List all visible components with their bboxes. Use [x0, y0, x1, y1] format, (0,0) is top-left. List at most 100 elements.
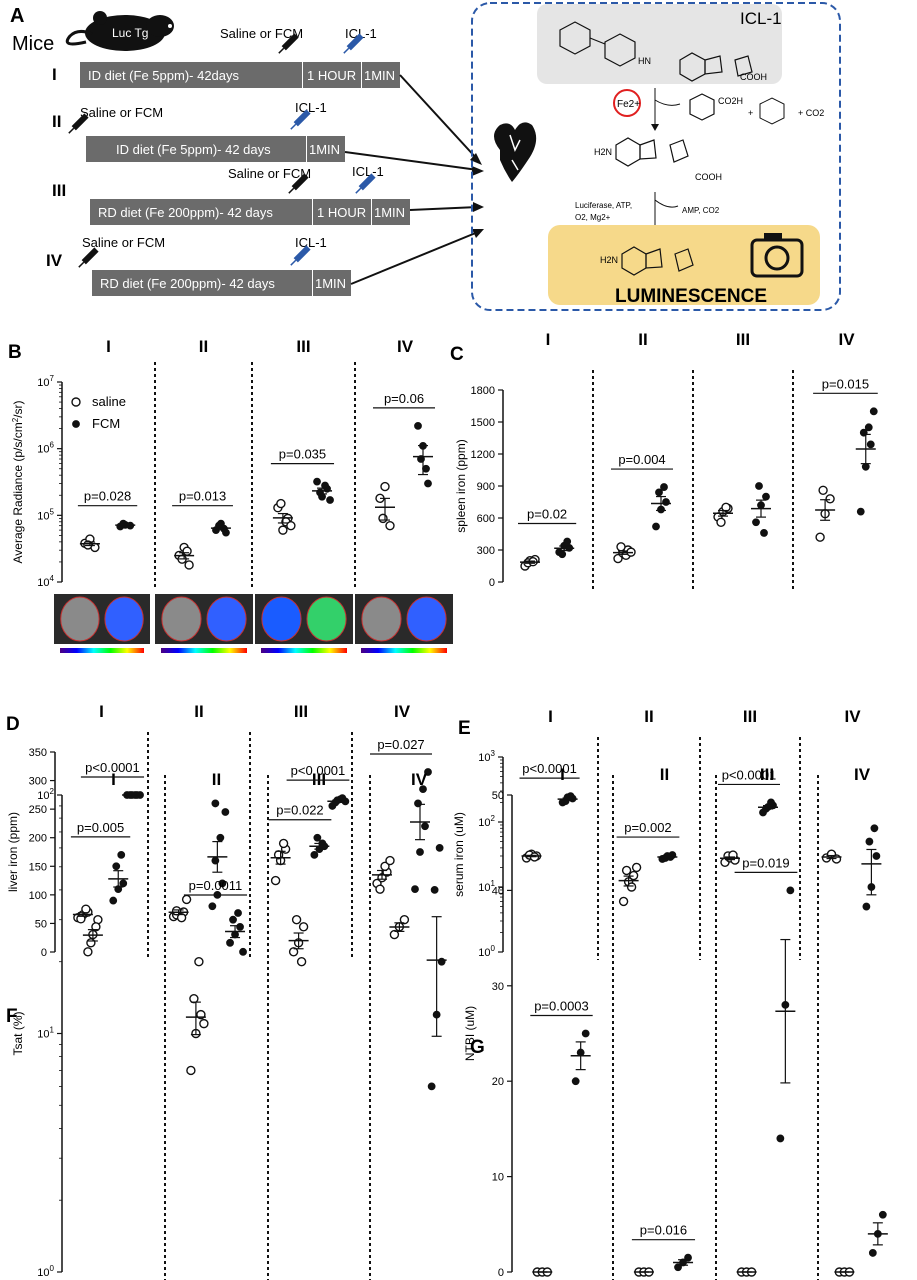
y-tick-label: 1500 — [471, 417, 495, 429]
read-bar-ii — [307, 136, 345, 162]
saline-point — [298, 922, 309, 932]
fcm-point — [866, 440, 875, 449]
group-label-iv: IV — [397, 337, 414, 356]
p-value-label: p=0.004 — [618, 452, 665, 467]
group-label-i: I — [548, 707, 553, 726]
y-tick-label: 102 — [478, 814, 495, 829]
group-label-iii: III — [736, 330, 750, 349]
p-value-label: p=0.002 — [624, 820, 671, 835]
saline-point — [399, 915, 410, 925]
probe-label-i: ICL-1 — [345, 26, 377, 41]
group-label-i: I — [560, 765, 565, 784]
wait-label-iii: 1 HOUR — [317, 205, 366, 220]
y-tick-label: 0 — [41, 947, 47, 959]
p-value-label: p<0.0001 — [85, 760, 140, 775]
saline-point — [171, 906, 182, 916]
fcm-point — [762, 492, 770, 501]
saline-point — [385, 855, 395, 866]
wait-bar-i — [303, 62, 361, 88]
panel-letter-f: F — [6, 1006, 18, 1027]
saline-point — [181, 894, 192, 905]
saline-point — [176, 913, 187, 923]
y-tick-label: 101 — [478, 879, 495, 894]
enzyme-line2: O2, Mg2+ — [575, 213, 611, 222]
read-label-ii: 1MIN — [309, 142, 340, 157]
y-tick-label: 0 — [498, 1267, 504, 1279]
fcm-point — [310, 850, 319, 859]
saline-point — [296, 957, 307, 967]
panel-letter-e: E — [458, 718, 471, 739]
legend-fcm-label: FCM — [92, 416, 120, 431]
p-value-label: p=0.015 — [822, 376, 869, 391]
cooh-label-2: COOH — [695, 172, 722, 182]
syringe-icon — [278, 33, 299, 54]
group-label-iii: III — [760, 765, 774, 784]
row-ii-numeral: II — [52, 112, 61, 131]
wait-label-i: 1 HOUR — [307, 68, 356, 83]
p-value-label: p=0.019 — [742, 855, 789, 870]
saline-point — [199, 1018, 209, 1029]
group-label-iv: IV — [411, 770, 428, 789]
saline-point — [270, 875, 281, 886]
saline-point — [83, 947, 93, 957]
products-label: AMP, CO2 — [682, 206, 720, 215]
fcm-point — [229, 915, 237, 924]
arrow-branch-1 — [654, 99, 681, 106]
read-label-iii: 1MIN — [374, 205, 405, 220]
diet-bar-iv — [92, 270, 312, 296]
saline-point — [825, 494, 835, 504]
p-value-label: p<0.0001 — [522, 761, 577, 776]
saline-point — [91, 922, 101, 932]
saline-point — [621, 865, 632, 876]
y-tick-label: 600 — [477, 513, 495, 525]
oxyluciferin-structure — [621, 246, 694, 276]
heart-well-fcm — [306, 596, 347, 642]
y-axis-label: serum iron (uM) — [452, 812, 466, 897]
color-scale-bar — [361, 648, 447, 653]
diet-label-i: ID diet (Fe 5ppm)- 42days — [88, 68, 240, 83]
saline-point — [189, 993, 199, 1004]
group-label-ii: II — [638, 330, 647, 349]
fcm-point — [109, 896, 118, 905]
y-tick-label: 1800 — [471, 385, 495, 397]
fcm-point — [563, 537, 572, 546]
saline-point — [288, 947, 299, 957]
camera-icon — [750, 233, 804, 278]
injection-label-iii: Saline or FCM — [228, 166, 311, 181]
saline-point — [375, 884, 385, 894]
read-bar-iv — [313, 270, 351, 296]
saline-point — [380, 481, 390, 492]
saline-point — [626, 882, 637, 892]
fcm-point — [869, 407, 878, 416]
diet-label-ii: ID diet (Fe 5ppm)- 42 days — [116, 142, 271, 157]
fcm-point — [760, 529, 768, 537]
saline-point — [184, 560, 194, 570]
y-tick-label: 106 — [37, 441, 54, 456]
fcm-point — [424, 479, 432, 488]
wait-bar-iii — [313, 199, 371, 225]
enzyme-line1: Luciferase, ATP, — [575, 201, 632, 210]
heart-well-saline — [361, 596, 402, 642]
y-tick-label: 107 — [37, 374, 54, 389]
panel-letter-a: A — [10, 5, 24, 27]
fcm-point — [211, 799, 220, 808]
panel-letter-c: C — [450, 344, 464, 365]
legend-saline-marker — [71, 397, 81, 407]
row-i-numeral: I — [52, 65, 57, 84]
y-tick-label: 300 — [29, 776, 47, 788]
fcm-point — [865, 837, 874, 846]
heart-well-fcm — [104, 596, 144, 642]
fcm-point — [868, 1249, 877, 1257]
probe-syringe-icon — [343, 33, 364, 54]
fe-label: Fe2+ — [617, 99, 640, 110]
y-tick-label: 0 — [489, 577, 495, 589]
saline-point — [276, 498, 286, 509]
saline-point — [618, 896, 629, 907]
saline-point — [278, 525, 288, 535]
row-iv-numeral: IV — [46, 251, 63, 270]
y-tick-label: 1200 — [471, 449, 495, 461]
panel-a: A Mice Luc Tg I ID diet (Fe 5ppm)- 42day… — [10, 2, 841, 311]
